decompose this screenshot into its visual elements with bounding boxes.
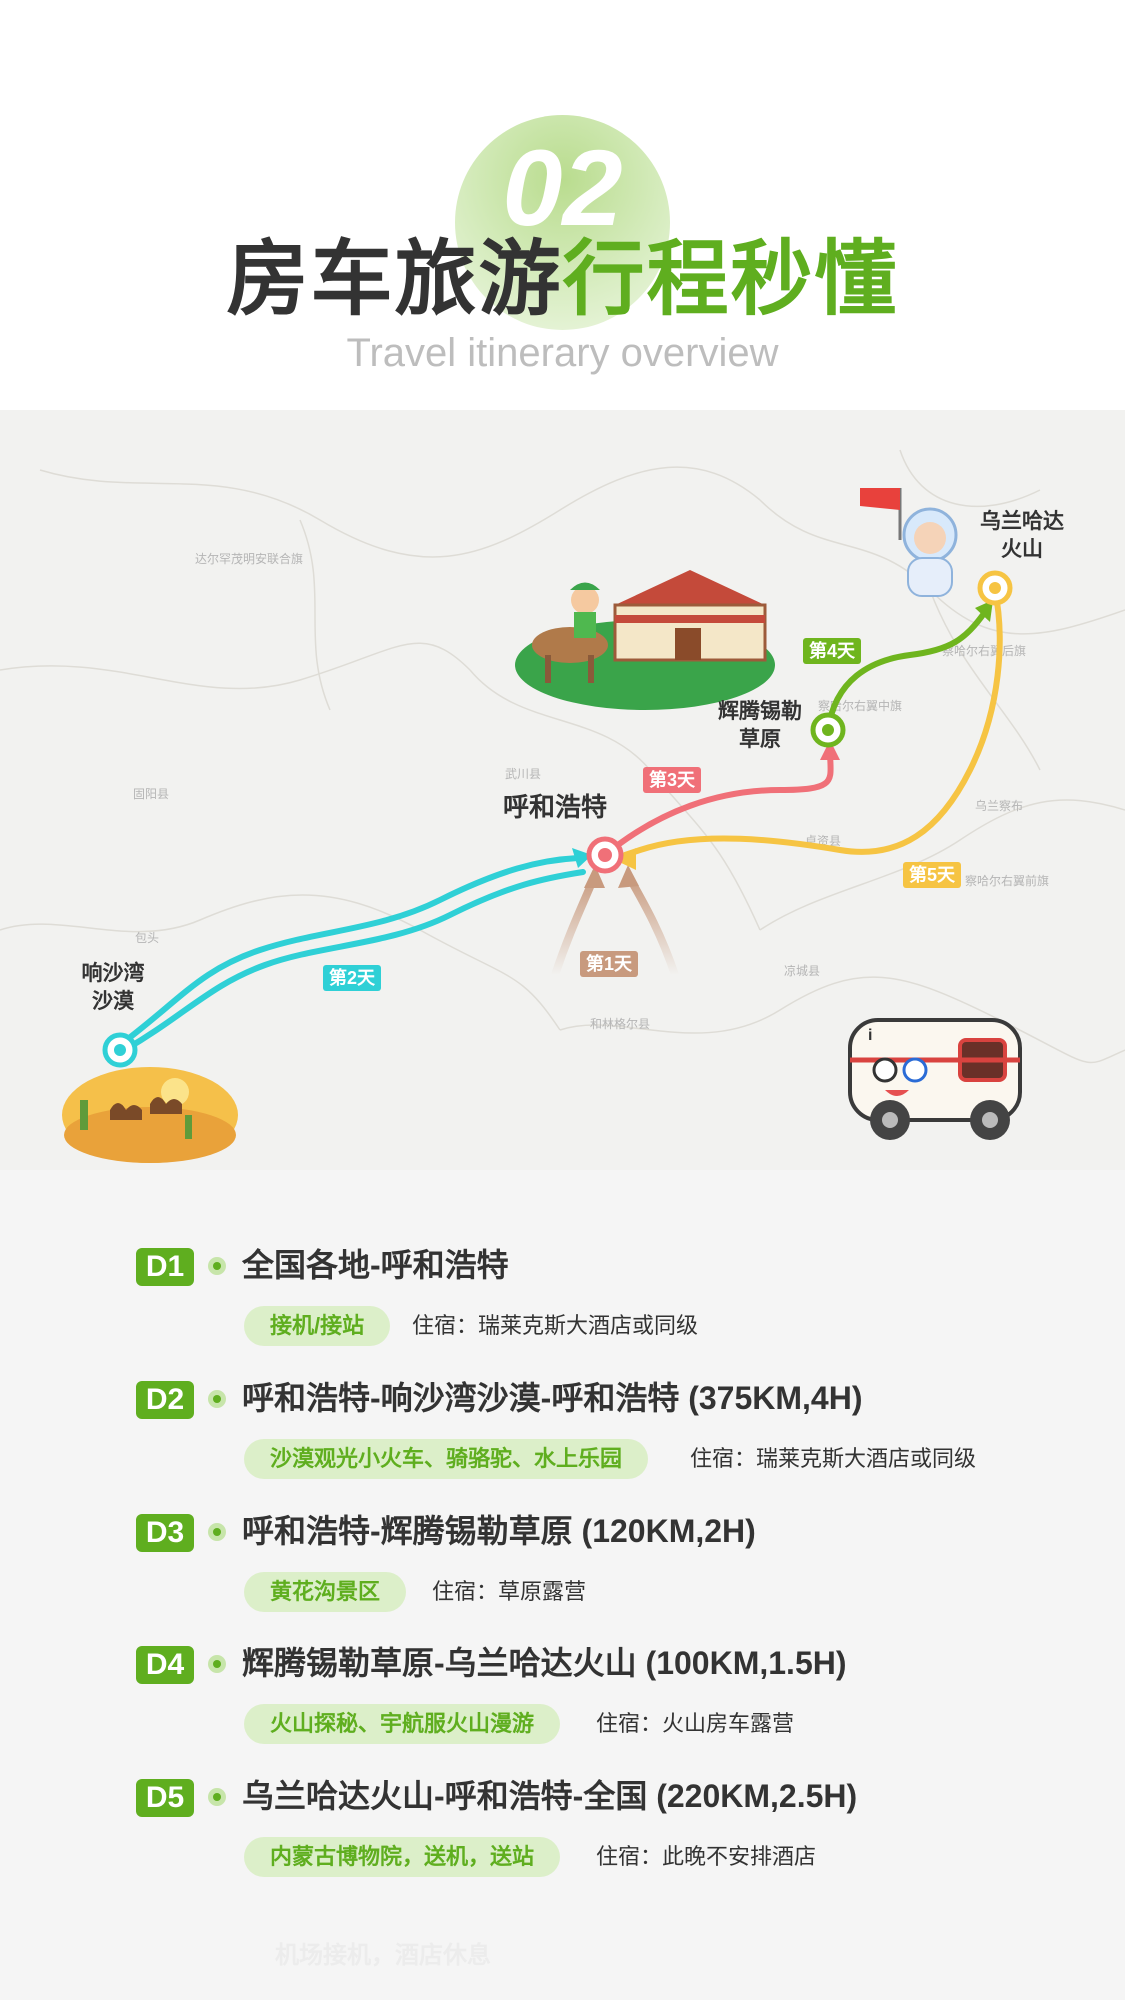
header: 02 房车旅游行程秒懂 Travel itinerary overview — [0, 0, 1125, 410]
map-label: 武川县 — [505, 767, 541, 781]
marker-wulan — [977, 570, 1013, 606]
itinerary-day-3: D3 呼和浩特-辉腾锡勒草原 (120KM,2H) 黄花沟景区 住宿：草原露营 — [136, 1512, 1096, 1632]
day-badge: D4 — [136, 1646, 194, 1684]
day-route: 全国各地-呼和浩特 — [242, 1247, 509, 1283]
marker-huiteng — [810, 712, 846, 748]
day3-route — [602, 740, 840, 858]
lodging-text: 住宿：此晚不安排酒店 — [596, 1844, 817, 1869]
day-badge: D5 — [136, 1779, 194, 1817]
map-canvas: 达尔罕茂明安联合旗 固阳县 武川县 包头 和林格尔县 凉城县 察哈尔右翼后旗 乌… — [0, 449, 1125, 1163]
astronaut-illustration — [860, 488, 958, 597]
map-label: 察哈尔右翼后旗 — [942, 643, 1026, 658]
svg-text:i: i — [868, 1027, 872, 1044]
desert-illustration — [62, 1067, 238, 1163]
day-tag-5: 第5天 — [903, 862, 962, 888]
place-hohhot: 呼和浩特 — [502, 792, 607, 822]
marker-xiangshawan — [102, 1032, 138, 1068]
section-number: 02 — [502, 127, 623, 248]
day-tag-4: 第4天 — [803, 638, 862, 664]
activity-pill: 黄花沟景区 — [244, 1572, 407, 1612]
lodging-text: 住宿：瑞莱克斯大酒店或同级 — [412, 1313, 699, 1338]
day-route: 呼和浩特-响沙湾沙漠-呼和浩特 (375KM,4H) — [242, 1380, 863, 1416]
place-huiteng: 辉腾锡勒 草原 — [718, 700, 802, 751]
day-route: 呼和浩特-辉腾锡勒草原 (120KM,2H) — [242, 1513, 756, 1549]
place-wulan: 乌兰哈达 火山 — [980, 510, 1064, 561]
bullet-dot-icon — [208, 1257, 226, 1275]
marker-hohhot — [586, 836, 624, 874]
day2-route — [117, 848, 592, 1054]
map-label: 凉城县 — [784, 963, 820, 978]
day4-route — [825, 600, 993, 733]
lodging-text: 住宿：火山房车露营 — [596, 1711, 795, 1736]
map-label: 乌兰察布 — [975, 798, 1023, 813]
faint-footer-text: 机场接机，酒店休息 — [275, 1942, 491, 1969]
activity-pill: 接机/接站 — [244, 1306, 391, 1346]
day5-route — [615, 587, 1003, 870]
day-tag-1: 第1天 — [580, 951, 639, 977]
yurt-rider-illustration — [515, 570, 775, 710]
lodging-text: 住宿：草原露营 — [432, 1579, 587, 1604]
day1-route — [551, 865, 679, 977]
map-label: 达尔罕茂明安联合旗 — [195, 551, 303, 566]
itinerary-day-1: D1 全国各地-呼和浩特 接机/接站 住宿：瑞莱克斯大酒店或同级 — [136, 1246, 1096, 1366]
page-subtitle: Travel itinerary overview — [346, 331, 779, 375]
activity-pill: 沙漠观光小火车、骑骆驼、水上乐园 — [244, 1439, 649, 1479]
map-label: 固阳县 — [133, 787, 169, 801]
bullet-dot-icon — [208, 1788, 226, 1806]
day-route: 乌兰哈达火山-呼和浩特-全国 (220KM,2.5H) — [242, 1778, 858, 1814]
rv-mascot-illustration: i — [848, 1018, 1022, 1140]
itinerary-day-2: D2 呼和浩特-响沙湾沙漠-呼和浩特 (375KM,4H) 沙漠观光小火车、骑骆… — [136, 1379, 1096, 1499]
day-tag-3: 第3天 — [643, 767, 702, 793]
day-badge: D3 — [136, 1514, 194, 1552]
day-route: 辉腾锡勒草原-乌兰哈达火山 (100KM,1.5H) — [242, 1645, 847, 1681]
activity-pill: 内蒙古博物院，送机，送站 — [244, 1837, 561, 1877]
bullet-dot-icon — [208, 1390, 226, 1408]
bullet-dot-icon — [208, 1655, 226, 1673]
place-xiangshawan: 响沙湾 沙漠 — [81, 962, 145, 1013]
day-badge: D1 — [136, 1248, 194, 1286]
itinerary-day-5: D5 乌兰哈达火山-呼和浩特-全国 (220KM,2.5H) 内蒙古博物院，送机… — [136, 1777, 1096, 1897]
title-dark: 房车旅游 — [226, 234, 563, 325]
map-label: 和林格尔县 — [590, 1016, 650, 1031]
map-label: 包头 — [135, 931, 159, 945]
itinerary-day-4: D4 辉腾锡勒草原-乌兰哈达火山 (100KM,1.5H) 火山探秘、宇航服火山… — [136, 1644, 1096, 1764]
section-number-circle — [455, 115, 670, 330]
lodging-text: 住宿：瑞莱克斯大酒店或同级 — [690, 1446, 977, 1471]
page-title: 房车旅游行程秒懂 — [0, 225, 1125, 335]
day-badge: D2 — [136, 1381, 194, 1419]
activity-pill: 火山探秘、宇航服火山漫游 — [244, 1704, 561, 1744]
route-map: 达尔罕茂明安联合旗 固阳县 武川县 包头 和林格尔县 凉城县 察哈尔右翼后旗 乌… — [0, 410, 1125, 1170]
title-green: 行程秒懂 — [562, 234, 899, 325]
day-tag-2: 第2天 — [323, 965, 382, 991]
map-label: 察哈尔右翼前旗 — [965, 873, 1049, 888]
bullet-dot-icon — [208, 1523, 226, 1541]
